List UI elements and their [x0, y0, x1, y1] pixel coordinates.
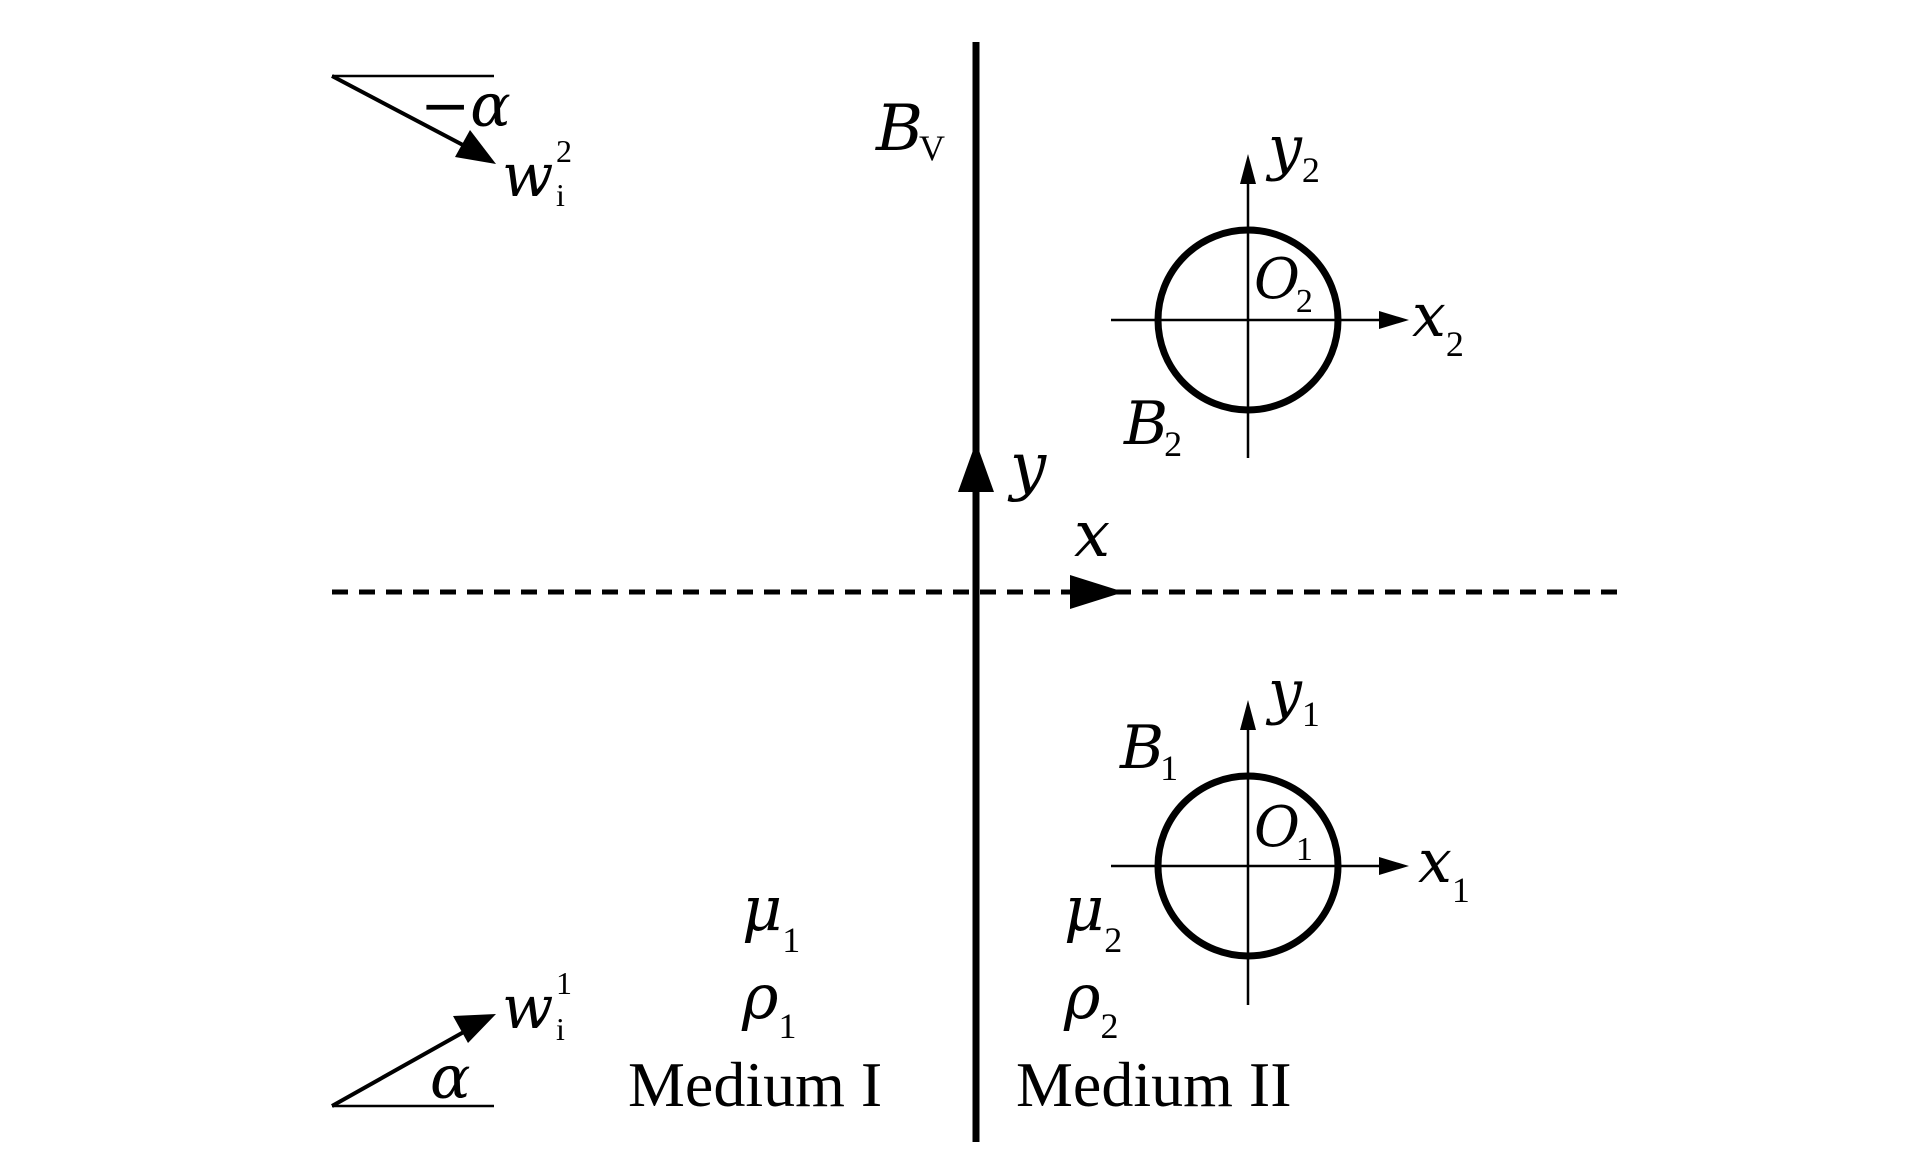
- incident-wave-2: −α w 2 i: [331, 71, 572, 213]
- inclusion-1: y1 O1 x1 B1: [1111, 657, 1470, 1005]
- wave-2-direction-line: [331, 74, 481, 156]
- wave-1-label: w: [502, 973, 553, 1043]
- medium-2-properties: μ2 ρ2 Medium II: [1016, 872, 1292, 1120]
- inclusion-2-origin-label: O2: [1254, 247, 1313, 320]
- global-y-label: y: [1007, 430, 1047, 504]
- medium-2-rho: ρ2: [1063, 960, 1118, 1046]
- wave-1-direction-line: [331, 1022, 479, 1108]
- medium-1-properties: μ1 ρ1 Medium I: [628, 872, 882, 1120]
- medium-2-mu: μ2: [1064, 872, 1122, 960]
- boundary-label: BV: [875, 92, 945, 168]
- inclusion-2: y2 O2 x2 B2: [1111, 113, 1464, 464]
- wave-2-label: w: [502, 141, 553, 211]
- inclusion-1-y-label: y1: [1265, 657, 1320, 734]
- medium-1-mu: μ1: [742, 872, 800, 960]
- inclusion-2-y-label: y2: [1265, 113, 1320, 190]
- inclusion-2-circle: [1154, 226, 1342, 414]
- inclusion-2-x-label: x2: [1412, 281, 1464, 364]
- inclusion-2-boundary-label: B2: [1123, 389, 1182, 464]
- y-axis-arrowhead: [958, 442, 994, 492]
- inclusion-1-x-arrowhead: [1379, 857, 1409, 875]
- wave-2-superscript: 2: [556, 133, 572, 169]
- wave-2-subscript: i: [556, 177, 565, 213]
- wave-1-superscript: 1: [556, 965, 572, 1001]
- medium-1-rho: ρ1: [741, 960, 796, 1046]
- inclusion-1-boundary-label: B1: [1119, 713, 1178, 788]
- wave-2-angle-label: −α: [420, 71, 511, 141]
- inclusion-1-circle: [1154, 772, 1342, 960]
- medium-2-name: Medium II: [1016, 1049, 1292, 1120]
- incident-wave-1: α w 1 i: [331, 965, 572, 1113]
- inclusion-1-y-arrowhead: [1240, 700, 1256, 730]
- inclusion-2-y-arrowhead: [1240, 154, 1256, 184]
- medium-1-name: Medium I: [628, 1049, 882, 1120]
- wave-2-arrowhead: [455, 130, 496, 164]
- inclusion-2-x-arrowhead: [1379, 311, 1409, 329]
- inclusion-1-origin-label: O1: [1254, 795, 1313, 868]
- wave-1-subscript: i: [556, 1011, 565, 1047]
- x-axis-arrowhead: [1070, 575, 1124, 609]
- wave-1-arrowhead: [453, 1014, 496, 1043]
- inclusion-1-x-label: x1: [1418, 827, 1470, 910]
- wave-1-angle-label: α: [430, 1043, 471, 1113]
- global-x-label: x: [1074, 498, 1110, 572]
